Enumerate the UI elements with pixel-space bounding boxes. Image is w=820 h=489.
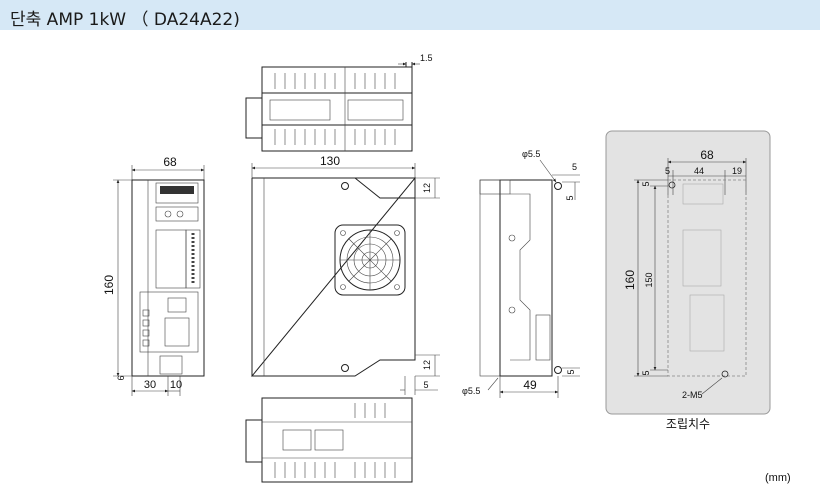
dim-front-height: 160 — [102, 275, 116, 295]
mount-dim-height: 160 — [623, 270, 637, 290]
dim-rear-width: 49 — [523, 378, 537, 392]
unit-label: (mm) — [765, 472, 791, 484]
dim-side-bottom-12: 12 — [422, 360, 432, 370]
rear-view: φ5.5 5 5 5 49 φ5.5 — [462, 149, 580, 398]
mount-dim-center-44: 44 — [694, 166, 704, 176]
dim-top-offset: 1.5 — [420, 53, 433, 63]
mount-panel: 68 5 44 19 160 150 5 5 2-M5 — [605, 130, 771, 415]
mount-dim-width: 68 — [700, 148, 714, 162]
title-bar: 단축 AMP 1kW （ DA24A22) — [0, 0, 820, 30]
dim-side-depth: 130 — [320, 154, 340, 168]
mount-dim-left-5: 5 — [665, 166, 670, 176]
page-title: 단축 AMP 1kW （ DA24A22) — [10, 10, 240, 30]
mount-hole-label: 2-M5 — [682, 390, 703, 400]
dim-front-bottom-30: 30 — [144, 379, 156, 391]
side-view: 130 12 12 5 — [250, 154, 440, 395]
dim-rear-bottom-5: 5 — [566, 369, 576, 374]
dim-rear-top-5b: 5 — [565, 195, 575, 200]
top-view: 1.5 — [245, 53, 433, 152]
front-view: 68 160 30 10 6 — [102, 155, 205, 396]
fan-grille — [334, 224, 406, 296]
top-view-vents — [269, 73, 404, 145]
dim-front-width: 68 — [163, 155, 177, 169]
mount-dim-right-19: 19 — [732, 166, 742, 176]
dim-rear-hole-bottom: φ5.5 — [462, 386, 480, 396]
mount-dim-bottom-5: 5 — [641, 370, 651, 375]
mount-caption: 조립치수 — [666, 417, 710, 431]
mount-dim-top-5: 5 — [641, 181, 651, 186]
dim-front-bottom-10: 10 — [170, 379, 182, 391]
dim-side-bottom-5: 5 — [423, 380, 428, 390]
dim-front-bottom-left: 6 — [116, 375, 126, 380]
dim-rear-hole-top: φ5.5 — [522, 149, 540, 159]
dim-side-top-12: 12 — [422, 183, 432, 193]
dim-rear-top-5a: 5 — [572, 162, 577, 172]
mount-dim-inner-height: 150 — [644, 272, 654, 287]
bottom-view — [245, 397, 413, 483]
